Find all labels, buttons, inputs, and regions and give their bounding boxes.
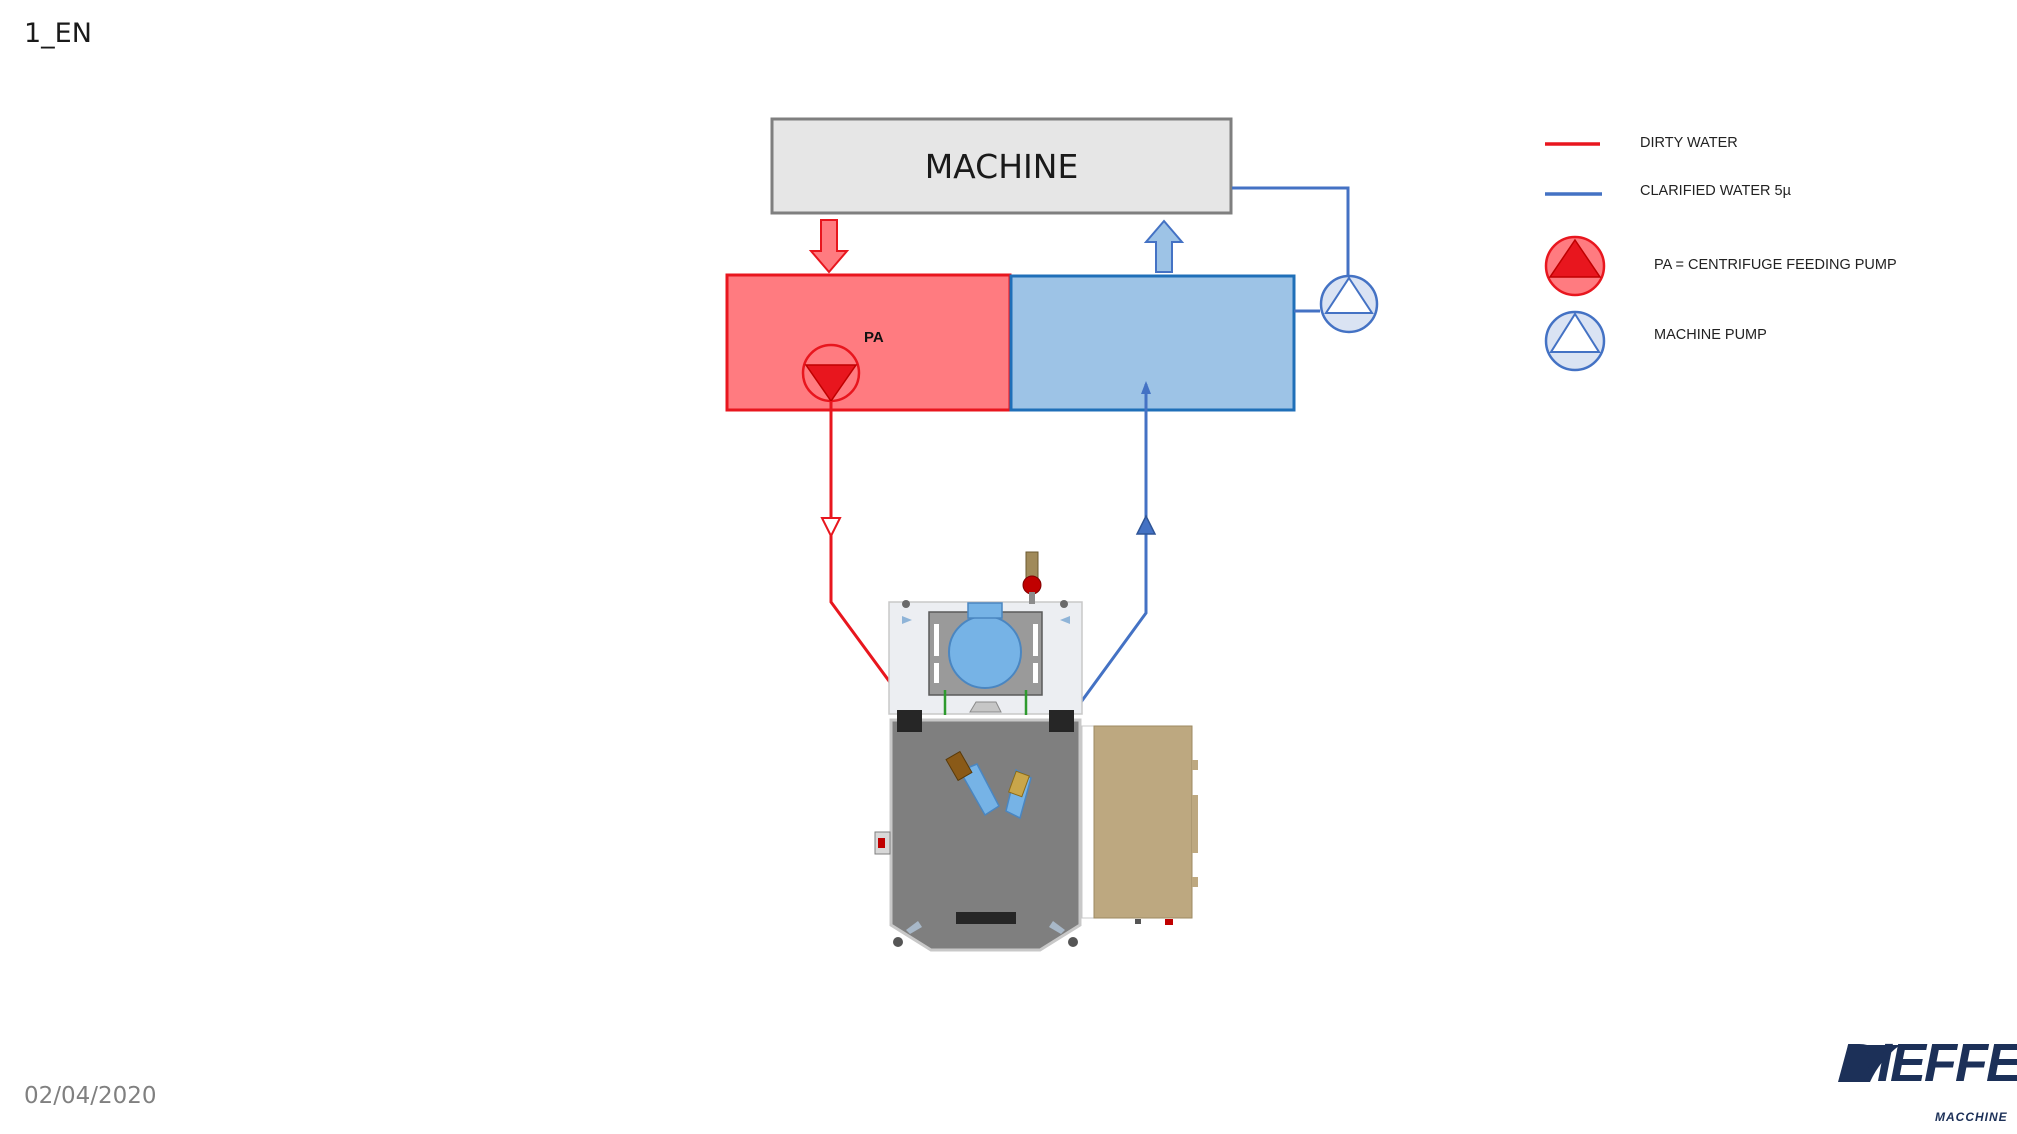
company-logo: DIEFFE [1840,1033,2017,1093]
dirty-water-flow-marker [820,517,842,539]
logo-swoosh [1838,1045,1900,1082]
machine-label: MACHINE [924,146,1079,186]
legend-machine-pump-label: MACHINE PUMP [1654,327,1767,343]
dirty-flow-arrow [808,219,850,274]
machine-pump-icon [1319,274,1379,334]
clarified-water-tank [1009,274,1296,412]
machine-pump-line [1232,186,1350,276]
centrifuge-unit [874,551,1198,952]
legend-machine-pump-icon [1544,310,1606,372]
pa-pump-icon [801,343,861,403]
pa-pump-label: PA [864,329,884,346]
clarified-flow-arrow [1143,219,1185,273]
clarified-flow-marker-top [1141,381,1151,394]
slide-date: 02/04/2020 [24,1083,157,1109]
clarified-water-flow-marker [1135,514,1157,535]
legend-pa-pump-label: PA = CENTRIFUGE FEEDING PUMP [1654,257,1897,273]
legend-pa-pump-icon [1544,235,1606,297]
legend-clarified-water-label: CLARIFIED WATER 5µ [1640,183,1791,199]
machine-box [770,117,1233,215]
slide-title: 1_EN [24,18,92,49]
company-logo-subtitle: MACCHINE [1935,1110,2008,1124]
legend-dirty-water-label: DIRTY WATER [1640,135,1738,151]
dirty-water-tank [725,273,1012,412]
